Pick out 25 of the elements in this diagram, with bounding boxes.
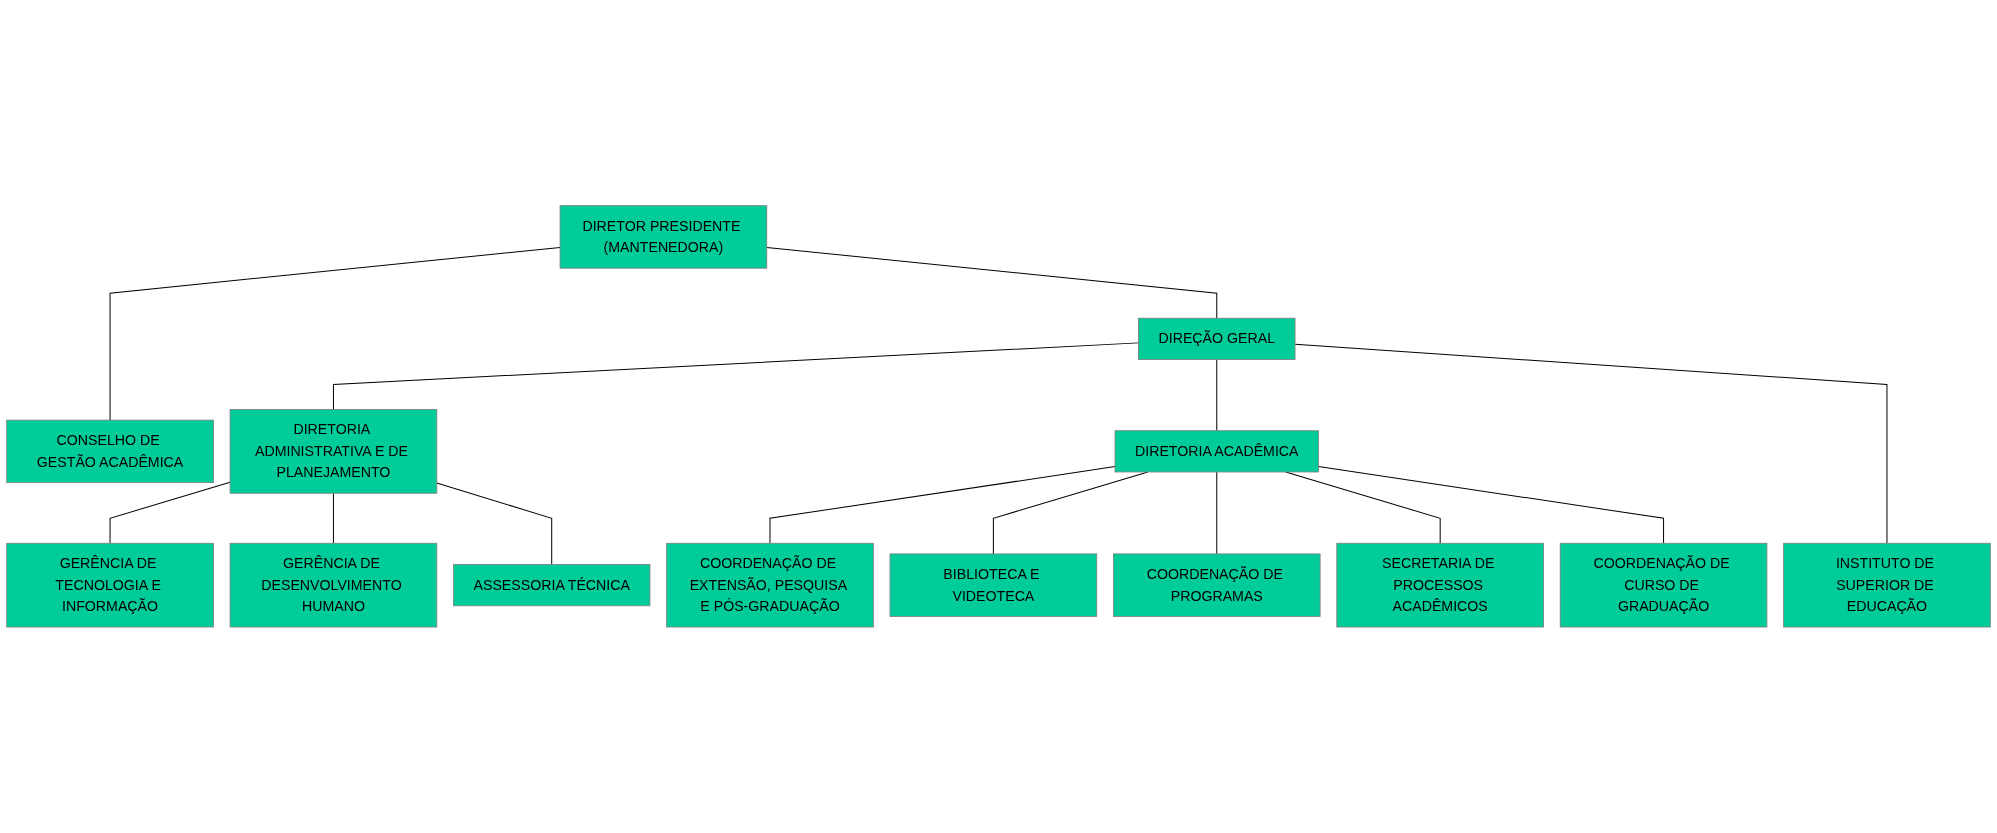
- node-box: GERÊNCIA DE DESENVOLVIMENTO HUMANO: [229, 543, 438, 628]
- node-box: DIREÇÃO GERAL: [1138, 317, 1296, 360]
- connector: [1216, 471, 1218, 555]
- node-box: DIRETOR PRESIDENTE (MANTENEDORA): [559, 205, 768, 269]
- node-box: GERÊNCIA DE TECNOLOGIA E INFORMAÇÃO: [6, 543, 214, 628]
- connector: [109, 481, 231, 544]
- node-box: DIRETORIA ADMINISTRATIVA E DE PLANEJAMENTO: [229, 409, 438, 494]
- node-box: CONSELHO DE GESTÃO ACADÊMICA: [6, 419, 214, 484]
- node-box: BIBLIOTECA E VIDEOTECA: [889, 553, 1098, 617]
- node-box: COORDENAÇÃO DE CURSO DE GRADUAÇÃO: [1559, 543, 1768, 628]
- connector: [109, 247, 561, 421]
- node-box: SECRETARIA DE PROCESSOS ACADÊMICOS: [1336, 543, 1544, 628]
- connector: [1294, 343, 1888, 544]
- connector: [766, 247, 1218, 319]
- connector: [1318, 466, 1665, 544]
- connector: [769, 466, 1116, 544]
- connector: [436, 482, 553, 566]
- node-box: ASSESSORIA TÉCNICA: [453, 564, 651, 607]
- node-box: COORDENAÇÃO DE EXTENSÃO, PESQUISA E PÓS-GRADUAÇÃO: [666, 543, 874, 628]
- node-box: INSTITUTO DE SUPERIOR DE EDUCAÇÃO: [1783, 543, 1991, 628]
- connector: [332, 492, 334, 544]
- node-box: COORDENAÇÃO DE PROGRAMAS: [1113, 553, 1321, 617]
- connector: [332, 342, 1139, 411]
- node-box: DIRETORIA ACADÊMICA: [1114, 430, 1319, 473]
- connector: [1216, 359, 1218, 432]
